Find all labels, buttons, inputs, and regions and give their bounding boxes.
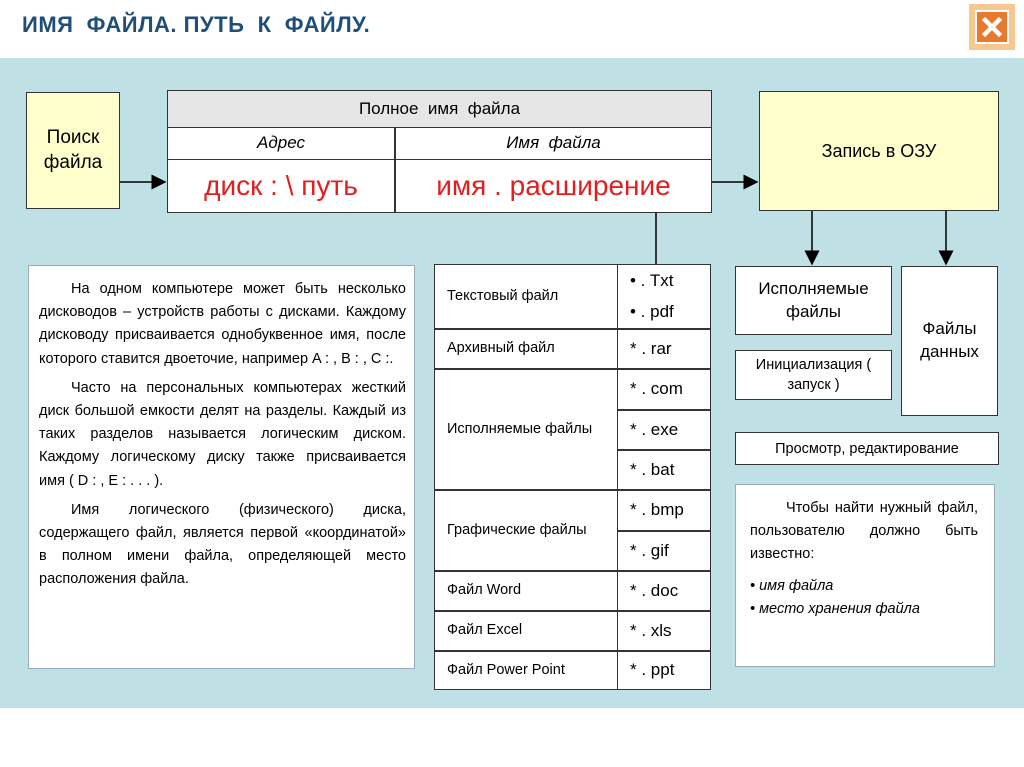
ext-bmp: * . bmp (617, 490, 710, 530)
info-paragraph: Часто на персональных компьютерах жестки… (39, 379, 406, 489)
file-type-word: Файл Word (447, 582, 522, 599)
ext-doc: * . doc (617, 571, 710, 610)
full-filename-header: Полное имя файла (168, 91, 711, 128)
executable-files-box: Исполняемые файлы (735, 266, 892, 335)
file-type-archive: Архивный файл (447, 340, 555, 357)
ext-com: * . com (617, 369, 710, 409)
initialization-box: Инициализация ( запуск ) (735, 350, 892, 400)
column-divider (394, 127, 396, 212)
file-types-table: Текстовый файл • . Txt • . pdf Архивный … (434, 264, 711, 690)
close-button[interactable] (969, 4, 1015, 50)
view-edit-box: Просмотр, редактирование (735, 432, 999, 465)
note-item: • место хранения файла (750, 600, 920, 617)
filename-value: имя . расширение (436, 169, 671, 201)
ext-txt: • . Txt (617, 265, 710, 296)
info-paragraph: Имя логического (физического) диска, сод… (39, 501, 406, 588)
search-file-box: Поиск файла (26, 92, 120, 209)
ext-bat: * . bat (617, 450, 710, 489)
data-files-box: Файлы данных (901, 266, 998, 416)
ext-pdf: • . pdf (617, 296, 710, 328)
file-type-graphics: Графические файлы (447, 521, 587, 538)
file-type-powerpoint: Файл Power Point (447, 661, 565, 678)
info-paragraph: На одном компьютере может быть несколько… (39, 281, 406, 367)
file-type-executable: Исполняемые файлы (447, 420, 593, 437)
ext-ppt: * . ppt (617, 651, 710, 689)
close-icon (975, 10, 1009, 44)
ext-exe: * . exe (617, 410, 710, 449)
ext-gif: * . gif (617, 531, 710, 570)
file-type-text: Текстовый файл (447, 288, 559, 305)
note-lead: Чтобы найти нужный файл, пользователю до… (750, 500, 978, 563)
ext-xls: * . xls (617, 611, 710, 650)
ram-write-box: Запись в ОЗУ (759, 91, 999, 211)
filename-label: Имя файла (396, 127, 711, 160)
address-value: диск : \ путь (204, 169, 358, 201)
note-item: • имя файла (750, 577, 834, 594)
full-filename-table: Полное имя файла Адрес Имя файла диск : … (167, 90, 712, 213)
ext-rar: * . rar (617, 329, 710, 368)
note-box: Чтобы найти нужный файл, пользователю до… (735, 484, 995, 667)
address-label: Адрес (168, 127, 394, 160)
info-text-block: На одном компьютере может быть несколько… (28, 265, 415, 669)
page-title: ИМЯ ФАЙЛА. ПУТЬ К ФАЙЛУ. (22, 12, 371, 37)
file-type-excel: Файл Excel (447, 622, 523, 639)
